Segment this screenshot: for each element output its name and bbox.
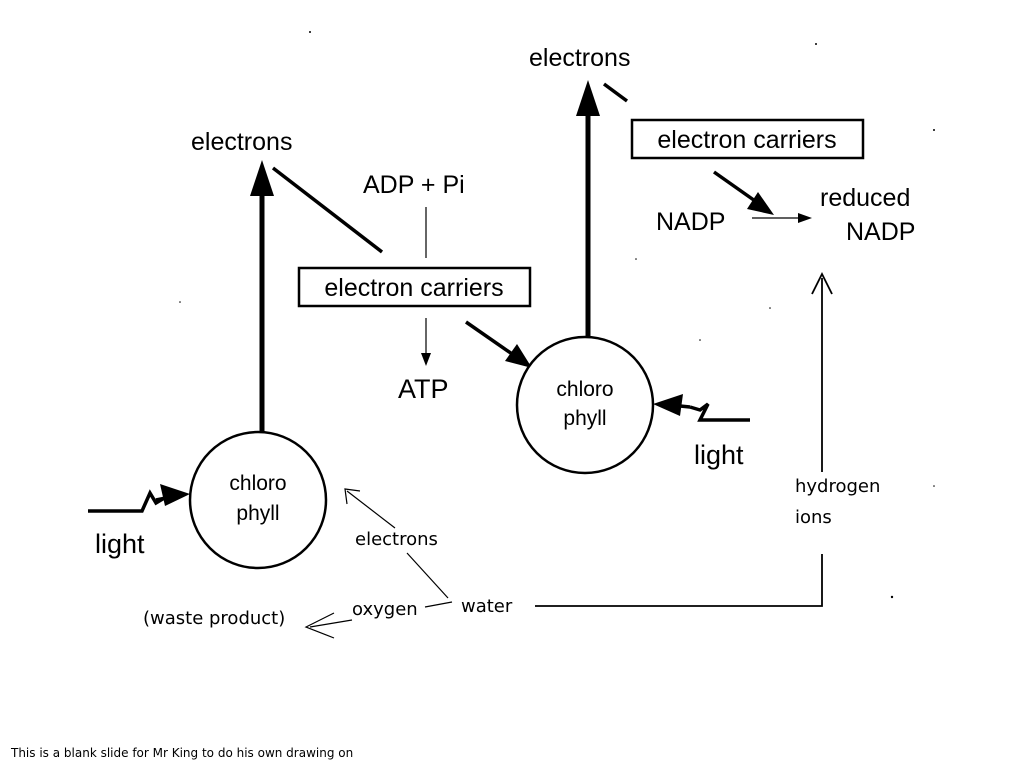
light-right-head (653, 394, 683, 416)
line-electrons-to-carriers (271, 166, 384, 254)
chlorophyll-right-line2: phyll (563, 407, 606, 430)
label-reduced: reduced (820, 184, 910, 212)
label-waste-product: (waste product) (143, 608, 285, 629)
chlorophyll-circle-right (515, 335, 655, 475)
label-electrons-top: electrons (529, 44, 630, 72)
arrow-electrons-to-chlorophyll-head (344, 488, 361, 505)
arrow-nadp-to-reduced-head (798, 213, 812, 223)
line-water-to-hydrogen (535, 554, 823, 607)
arrow-left-up-head (250, 160, 274, 196)
slide-footnote: This is a blank slide for Mr King to do … (11, 746, 354, 760)
light-left-zigzag (88, 489, 167, 513)
label-carriers-middle: electron carriers (324, 274, 503, 302)
arrow-oxygen-to-waste-head (304, 612, 335, 639)
label-oxygen: oxygen (352, 599, 418, 620)
label-electrons-hand: electrons (355, 529, 438, 550)
arrow-carriers-to-chlorophyll-head (505, 344, 532, 368)
arrow-electrons-to-chlorophyll (346, 490, 396, 529)
electron-carriers-box-middle (297, 266, 532, 308)
label-light-left: light (95, 529, 145, 559)
label-electrons-left: electrons (191, 128, 292, 156)
label-hydrogen: hydrogen (795, 476, 880, 497)
light-right-zigzag (689, 402, 750, 422)
label-water: water (461, 596, 513, 617)
arrow-right-up-head (576, 80, 600, 116)
arrow-carriers-to-atp-head (421, 353, 431, 366)
electron-carriers-box-right (630, 118, 865, 160)
chlorophyll-right-line1: chloro (556, 378, 613, 401)
arrow-oxygen-to-waste (309, 619, 353, 628)
label-ions: ions (795, 507, 832, 528)
light-left-head (160, 484, 190, 506)
line-water-to-oxygen (424, 601, 453, 608)
label-carriers-right: electron carriers (657, 126, 836, 154)
line-water-to-electrons (406, 552, 449, 599)
chlorophyll-left-line1: chloro (229, 472, 286, 495)
label-nadp: NADP (656, 208, 725, 236)
arrow-carriers-to-nadp (712, 170, 760, 205)
line-electrons-to-carriers-right (602, 82, 629, 103)
scan-specks (179, 31, 935, 599)
label-atp: ATP (398, 374, 449, 404)
label-light-right: light (694, 440, 744, 470)
photosynthesis-light-reaction-diagram: chloro phyll electrons light ADP + Pi el… (88, 31, 935, 639)
chlorophyll-circle-left (188, 430, 328, 570)
chlorophyll-left-line2: phyll (236, 502, 279, 525)
arrow-carriers-to-nadp-head (747, 192, 774, 215)
label-reduced-nadp: NADP (846, 218, 915, 246)
arrow-carriers-to-chlorophyll (465, 320, 516, 358)
arrow-hydrogen-up-head (811, 271, 833, 295)
label-adp-pi: ADP + Pi (363, 171, 465, 199)
